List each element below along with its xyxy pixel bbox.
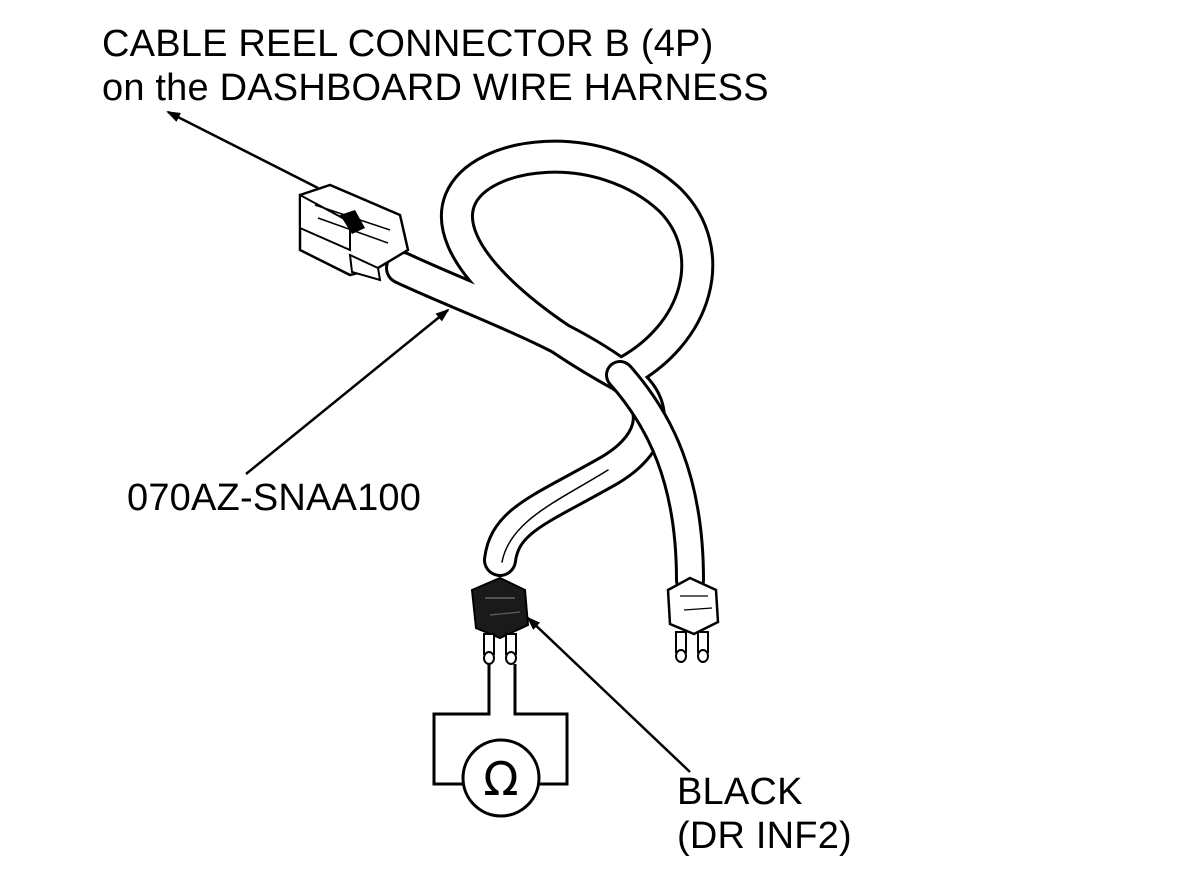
leader-arrows [166, 110, 691, 773]
black-connector-label: BLACK (DR INF2) [677, 770, 852, 858]
black-label-line2: (DR INF2) [677, 815, 852, 857]
wire-loop [385, 139, 715, 595]
connector-leader-arrow [166, 110, 319, 190]
tool-leader-arrow [245, 308, 450, 475]
white-connector [666, 576, 720, 663]
connector-label-line1: CABLE REEL CONNECTOR B (4P) [102, 23, 714, 65]
ohm-icon: Ω [483, 752, 518, 806]
black-label-line1: BLACK [677, 771, 803, 813]
ohmmeter-circuit [432, 664, 569, 818]
cable-reel-connector [298, 183, 410, 282]
black-connector [470, 576, 530, 665]
tool-part-number-label: 070AZ-SNAA100 [127, 477, 422, 519]
black-leader-arrow [526, 616, 691, 773]
connector-label: CABLE REEL CONNECTOR B (4P) on the DASHB… [102, 22, 769, 110]
connector-label-line2: on the DASHBOARD WIRE HARNESS [102, 67, 769, 109]
